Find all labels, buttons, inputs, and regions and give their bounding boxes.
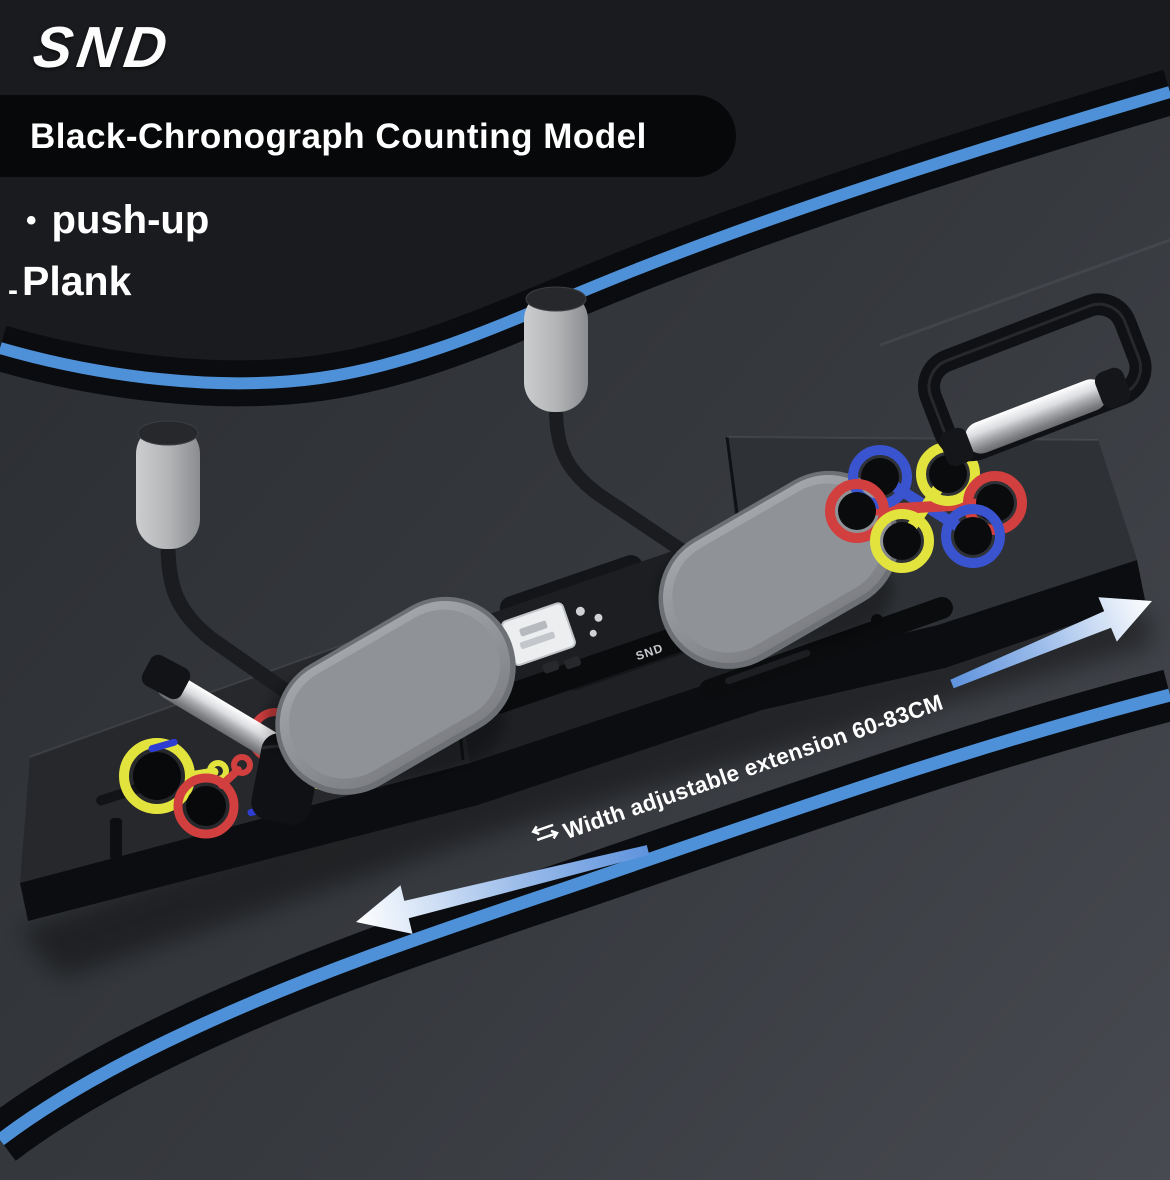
counter-button — [589, 629, 597, 637]
board-shadow — [20, 608, 1152, 978]
feature-item-plank: - Plank — [8, 258, 131, 305]
feature-item-pushup: • push-up — [26, 198, 209, 243]
target-rings-right — [825, 442, 1027, 573]
feature-label: Plank — [22, 258, 132, 304]
mat-bottom-edge — [0, 669, 1170, 1161]
resize-arrows-icon — [531, 823, 559, 842]
feature-label: push-up — [51, 198, 210, 242]
detached-handle — [918, 293, 1152, 467]
dash-icon: - — [8, 273, 18, 307]
foam-grip-post-1 — [136, 420, 338, 730]
bullet-icon: • — [26, 203, 37, 237]
foam-grip-post-2 — [524, 286, 715, 575]
title-banner: Black-Chronograph Counting Model — [0, 95, 736, 177]
extend-arrow-right-icon — [950, 597, 1152, 689]
counter-button — [594, 613, 603, 622]
title-banner-text: Black-Chronograph Counting Model — [30, 117, 647, 156]
slider-rail — [699, 596, 953, 702]
counter-button — [575, 606, 585, 616]
forearm-pad-left — [265, 596, 516, 795]
extend-arrow-left-icon — [356, 845, 650, 934]
brand-logo: SND — [29, 15, 177, 80]
